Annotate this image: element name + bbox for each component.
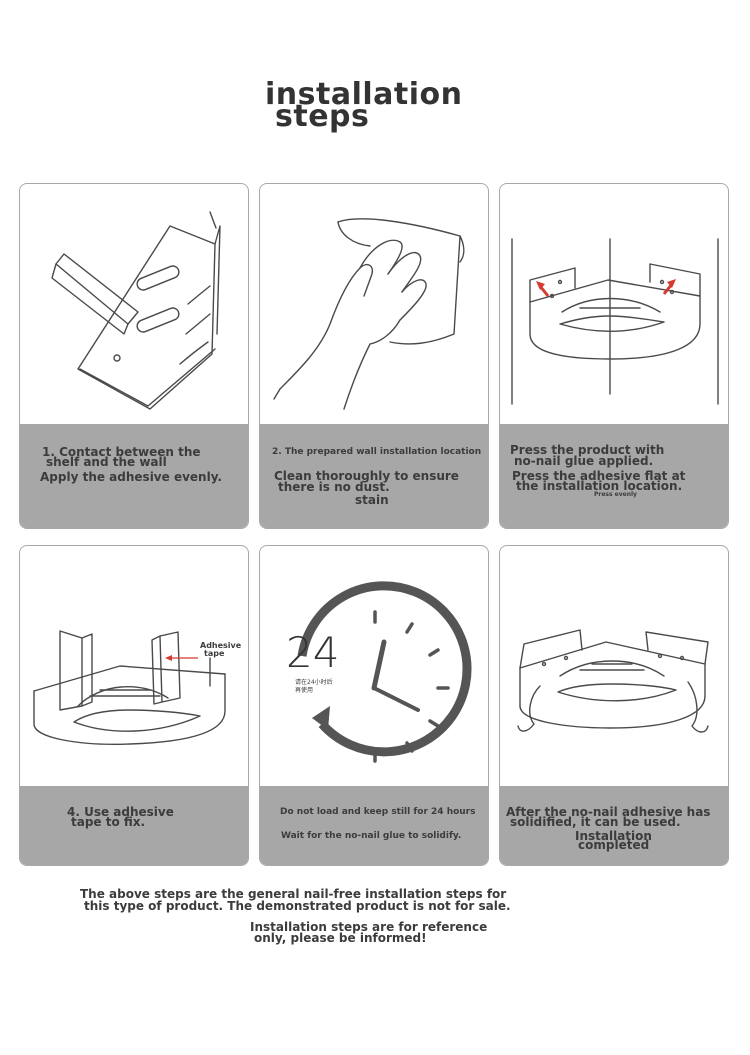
step-card-4: Adhesive tape 4. Use adhesive tape to fi… xyxy=(19,545,249,866)
step-4-text: tape to fix. xyxy=(71,815,146,829)
page-title-line1: installation xyxy=(265,77,463,112)
step-5-text: Do not load and keep still for 24 hours xyxy=(280,807,476,817)
step-6-caption-band: After the no-nail adhesive has solidifie… xyxy=(500,786,728,865)
step-6-text: completed xyxy=(578,838,650,852)
step-6-text: solidified, it can be used. xyxy=(510,815,681,829)
footer-note: Installation steps are for reference xyxy=(250,920,488,934)
step-5-caption-band: Do not load and keep still for 24 hours … xyxy=(260,786,488,865)
step-3-text: Press the product with xyxy=(510,443,665,457)
step-4-illustration: Adhesive tape xyxy=(20,546,248,786)
footer-note: this type of product. The demonstrated p… xyxy=(84,899,511,913)
adhesive-callout: tape xyxy=(204,649,225,658)
step-3-text: Press the adhesive flat at xyxy=(512,469,686,483)
step-card-1: 1. Contact between the shelf and the wal… xyxy=(19,183,249,529)
step-1-illustration xyxy=(20,184,248,424)
clock-caption: 再使用 xyxy=(295,687,314,694)
step-2-text: there is no dust. xyxy=(278,480,390,494)
clock-caption: 请在24小时后 xyxy=(295,679,333,686)
step-1-text: shelf and the wall xyxy=(46,455,167,469)
step-3-text: the installation location. xyxy=(516,479,683,493)
step-1-text: Apply the adhesive evenly. xyxy=(40,470,222,484)
step-6-illustration xyxy=(500,546,728,786)
step-1-caption-band: 1. Contact between the shelf and the wal… xyxy=(20,424,248,528)
step-6-text: Installation xyxy=(575,829,652,843)
footer-note: The above steps are the general nail-fre… xyxy=(80,887,507,901)
page-title-line2: steps xyxy=(275,99,370,134)
step-6-text: After the no-nail adhesive has xyxy=(506,805,711,819)
step-3-text: Press evenly xyxy=(594,491,637,498)
step-4-caption-band: 4. Use adhesive tape to fix. xyxy=(20,786,248,865)
step-5-illustration: 24 请在24小时后 再使用 xyxy=(260,546,488,786)
step-3-illustration xyxy=(500,184,728,424)
clock-number: 24 xyxy=(286,628,340,677)
step-card-3: Press the product with no-nail glue appl… xyxy=(499,183,729,529)
step-3-caption-band: Press the product with no-nail glue appl… xyxy=(500,424,728,528)
step-card-6: After the no-nail adhesive has solidifie… xyxy=(499,545,729,866)
step-2-text: stain xyxy=(355,493,389,507)
step-2-illustration xyxy=(260,184,488,424)
step-2-caption-band: 2. The prepared wall installation locati… xyxy=(260,424,488,528)
step-1-text: 1. Contact between the xyxy=(42,445,201,459)
adhesive-callout: Adhesive xyxy=(200,641,242,650)
step-5-text: Wait for the no-nail glue to solidify. xyxy=(281,831,462,841)
step-card-5: 24 请在24小时后 再使用 Do not load and keep stil… xyxy=(259,545,489,866)
step-card-2: 2. The prepared wall installation locati… xyxy=(259,183,489,529)
step-4-text: 4. Use adhesive xyxy=(67,805,174,819)
footer-note: only, please be informed! xyxy=(254,931,427,945)
step-2-text: Clean thoroughly to ensure xyxy=(274,469,459,483)
step-3-text: no-nail glue applied. xyxy=(514,454,654,468)
step-2-text: 2. The prepared wall installation locati… xyxy=(272,447,482,457)
